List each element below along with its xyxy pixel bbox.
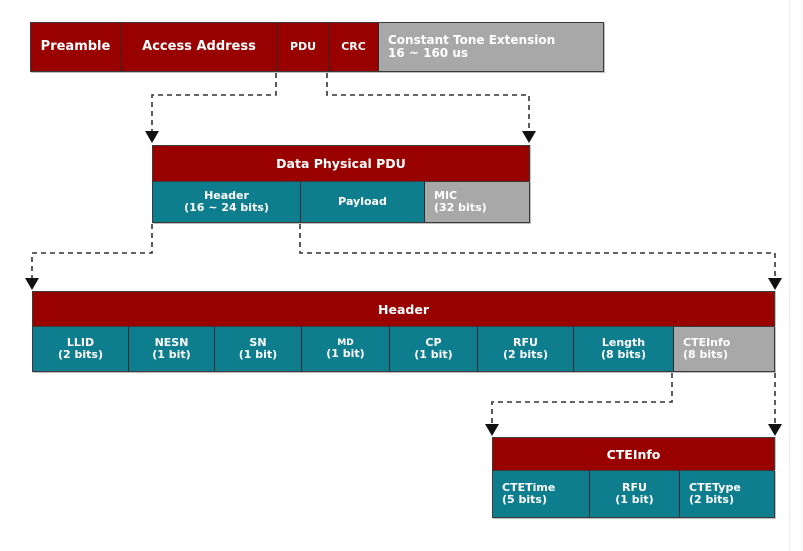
cteinfo-row: CTETime (5 bits) RFU (1 bit) CTEType (2 … [492, 470, 775, 518]
header-row-title: Header [32, 291, 775, 326]
header-cell-length-sublabel: (8 bits) [601, 348, 646, 361]
header-cell-rfu[interactable]: RFU (2 bits) [477, 327, 573, 371]
header-row: LLID (2 bits) NESN (1 bit) SN (1 bit) MD… [32, 326, 775, 372]
arrowhead-header-right [768, 278, 782, 290]
header-cell-nesn-label: NESN [154, 335, 189, 349]
connector-pdu-right [326, 73, 530, 133]
header-cell-nesn-sublabel: (1 bit) [152, 348, 191, 361]
packet-cell-access-address[interactable]: Access Address [120, 23, 277, 71]
cteinfo-cell-ctetime-label: CTETime [502, 480, 556, 494]
page-edge-line [789, 0, 790, 551]
packet-cell-cte-sublabel: 16 ~ 160 us [388, 46, 469, 60]
packet-cell-cte-label: Constant Tone Extension [388, 32, 556, 47]
cteinfo-cell-ctetime[interactable]: CTETime (5 bits) [493, 471, 589, 517]
header-cell-nesn[interactable]: NESN (1 bit) [128, 327, 214, 371]
pdu-row-title-label: Data Physical PDU [276, 156, 406, 171]
pdu-row-title: Data Physical PDU [152, 145, 530, 181]
packet-cell-pdu-label: PDU [289, 39, 317, 53]
header-cell-sn-label: SN [249, 335, 267, 349]
cteinfo-cell-ctetype-label: CTEType [689, 480, 741, 494]
header-cell-llid-label: LLID [66, 335, 95, 349]
header-row-title-label: Header [378, 301, 429, 317]
packet-cell-constant-tone-extension[interactable]: Constant Tone Extension 16 ~ 160 us [378, 23, 603, 71]
pdu-cell-mic[interactable]: MIC (32 bits) [424, 182, 529, 222]
cteinfo-cell-rfu-label: RFU [622, 480, 647, 494]
cteinfo-cell-ctetype[interactable]: CTEType (2 bits) [679, 471, 774, 517]
cteinfo-row-title: CTEInfo [492, 437, 775, 470]
header-cell-sn[interactable]: SN (1 bit) [214, 327, 301, 371]
pdu-cell-header[interactable]: Header (16 ~ 24 bits) [153, 182, 300, 222]
header-cell-md-sublabel: (1 bit) [326, 346, 365, 360]
connector-pdu-left [151, 73, 277, 133]
packet-cell-crc[interactable]: CRC [328, 23, 378, 71]
header-cell-cp-sublabel: (1 bit) [414, 348, 453, 361]
packet-cell-preamble[interactable]: Preamble [31, 23, 120, 71]
packet-row: Preamble Access Address PDU CRC Constant… [30, 22, 604, 72]
header-cell-md-label: MD [337, 337, 354, 348]
pdu-cell-mic-sublabel: (32 bits) [434, 201, 487, 214]
header-cell-md[interactable]: MD (1 bit) [301, 327, 389, 371]
cteinfo-cell-rfu-sublabel: (1 bit) [615, 493, 654, 506]
arrowhead-cteinfo-left [485, 424, 499, 436]
arrowhead-cteinfo-right [768, 424, 782, 436]
cteinfo-row-title-label: CTEInfo [606, 446, 661, 462]
packet-cell-crc-label: CRC [341, 39, 366, 53]
pdu-cell-mic-label: MIC [434, 188, 458, 202]
header-cell-cteinfo[interactable]: CTEInfo (8 bits) [673, 327, 774, 371]
connector-header-left [31, 224, 153, 280]
arrowhead-pdu-right [522, 131, 536, 143]
header-cell-length[interactable]: Length (8 bits) [573, 327, 673, 371]
header-cell-llid-sublabel: (2 bits) [58, 348, 103, 361]
pdu-row: Header (16 ~ 24 bits) Payload MIC (32 bi… [152, 181, 530, 223]
header-cell-rfu-sublabel: (2 bits) [503, 348, 548, 361]
header-cell-llid[interactable]: LLID (2 bits) [33, 327, 128, 371]
pdu-cell-header-sublabel: (16 ~ 24 bits) [184, 201, 269, 214]
packet-cell-preamble-label: Preamble [40, 38, 111, 54]
cteinfo-cell-ctetype-sublabel: (2 bits) [689, 493, 734, 506]
page-edge-line-outer [801, 0, 802, 551]
header-cell-cteinfo-sublabel: (8 bits) [683, 348, 728, 361]
cteinfo-cell-ctetime-sublabel: (5 bits) [502, 493, 547, 506]
connector-cteinfo-left [491, 373, 673, 426]
cteinfo-cell-rfu[interactable]: RFU (1 bit) [589, 471, 679, 517]
packet-cell-pdu[interactable]: PDU [277, 23, 328, 71]
header-cell-cp[interactable]: CP (1 bit) [389, 327, 477, 371]
header-cell-sn-sublabel: (1 bit) [238, 348, 278, 361]
pdu-cell-payload-label: Payload [338, 194, 387, 208]
header-cell-rfu-label: RFU [513, 335, 538, 349]
pdu-cell-header-label: Header [204, 188, 249, 202]
connector-header-right [299, 224, 776, 280]
pdu-cell-payload[interactable]: Payload [300, 182, 424, 222]
arrowhead-pdu-left [145, 131, 159, 143]
packet-cell-access-address-label: Access Address [142, 38, 256, 54]
arrowhead-header-left [25, 278, 39, 290]
header-cell-cp-label: CP [425, 335, 442, 349]
header-cell-length-label: Length [601, 335, 646, 349]
header-cell-cteinfo-label: CTEInfo [683, 335, 731, 349]
